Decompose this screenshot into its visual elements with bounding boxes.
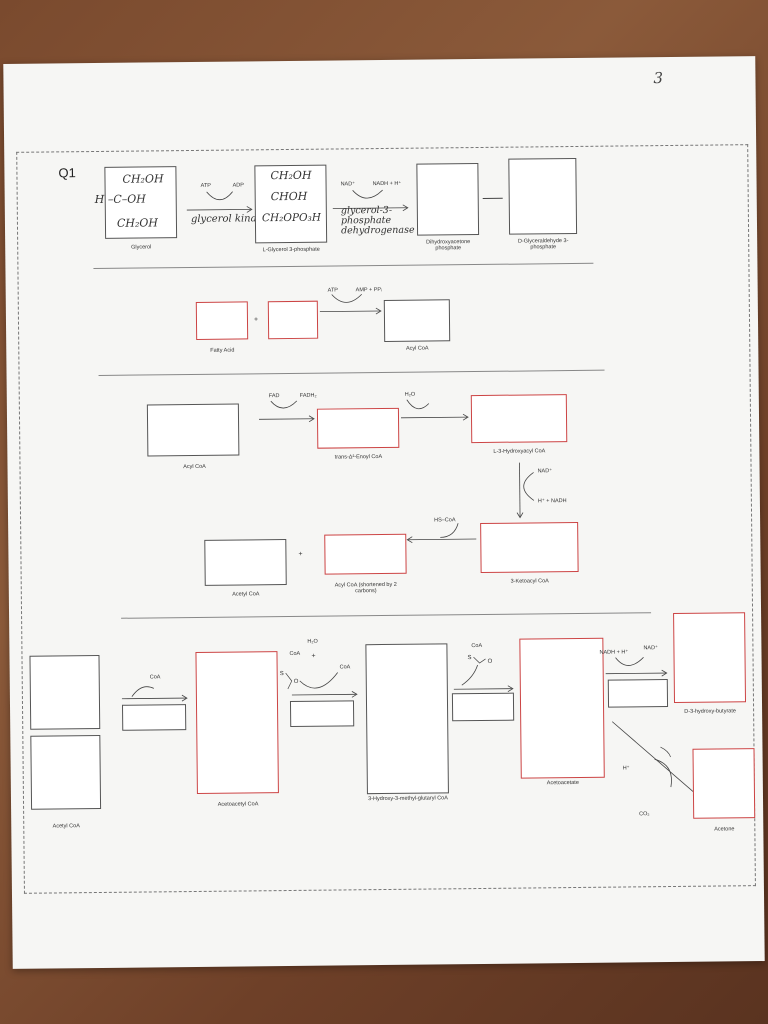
g3p-line1: CH₂OH: [270, 168, 312, 183]
plus-sign-2: +: [298, 550, 303, 558]
enoyl-coa-label: trans-Δ²-Enoyl CoA: [334, 454, 383, 461]
enzyme2-handwritten: glycerol-3-phosphate dehydrogenase: [340, 204, 415, 237]
atp-box: [267, 300, 319, 340]
acyl-coa-label-2: Acyl CoA: [183, 463, 206, 471]
hydroxybutyrate-box: [673, 612, 747, 703]
acetoacetate-label: Acetoacetate: [546, 779, 579, 787]
acetone-box: [692, 748, 756, 819]
question-label: Q1: [58, 165, 76, 181]
reaction-arrow-3: [319, 293, 382, 315]
hmg-coa-box: [365, 643, 449, 795]
dehydrogenase-box: [607, 679, 669, 708]
glycerol-label: Glycerol: [131, 244, 152, 251]
acyl-coa-box-2: [146, 403, 240, 457]
hydroxyacyl-coa-label: L-3-Hydroxyacyl CoA: [493, 448, 546, 455]
dhap-label: Dihydroxyacetone phosphate: [426, 239, 471, 252]
acetoacetyl-coa-label: Acetoacetyl CoA: [217, 801, 259, 808]
h-plus-reagent: H⁺: [622, 765, 630, 772]
fatty-acid-box: [195, 301, 249, 340]
page-number: 3: [653, 69, 664, 88]
reaction-arrow-9: S O: [280, 671, 358, 698]
reaction-arrow-11: [605, 657, 668, 677]
isomerase-dash: [482, 197, 503, 199]
reaction-arrow-8: [121, 686, 188, 702]
reaction-arrow-6: [516, 462, 535, 519]
acetyl-coa-box-2: [30, 734, 102, 810]
g3p-line2: CHOH: [270, 189, 308, 204]
reaction-arrow-4: [259, 400, 315, 423]
svg-text:S: S: [280, 671, 284, 677]
reaction-arrow-7: [406, 523, 477, 544]
hmg-synthase-box: [289, 700, 355, 727]
acetoacetate-box: [519, 637, 605, 779]
h2o-reagent-2: H₂O: [307, 638, 318, 645]
g3p-line3: CH₂OPO₃H: [261, 211, 322, 225]
hmg-coa-label: 3-Hydroxy-3-methyl-glutaryl CoA: [368, 795, 448, 803]
hmg-lyase-box: [451, 692, 515, 722]
svg-text:S: S: [467, 655, 471, 661]
acetyl-coa-label-ketogenesis: Acetyl CoA: [52, 823, 80, 830]
acetone-label: Acetone: [714, 826, 735, 833]
nad-reagent-3: NAD⁺: [643, 645, 658, 652]
shortened-acyl-coa-box: [324, 533, 407, 575]
thiolase-enzyme-box: [121, 704, 187, 731]
glycerol-line1: CH₂OH: [122, 172, 164, 186]
nad-reagent-2: NAD⁺: [537, 468, 553, 475]
svg-text:O: O: [488, 659, 493, 665]
svg-text:O: O: [294, 679, 299, 685]
nadh-reagent-2: H⁺ + NADH: [537, 498, 567, 505]
co2-reagent: CO₂: [639, 811, 650, 818]
hydroxybutyrate-label: D-3-hydroxy-butyrate: [684, 708, 736, 715]
hydroxyacyl-coa-box: [470, 394, 568, 444]
reaction-arrow-10: S O: [453, 655, 514, 693]
gap-box: [508, 157, 578, 235]
worksheet-page: 3 Q1 CH₂OH H –C–OH CH₂OH Glycerol ATP AD…: [3, 56, 765, 969]
acyl-coa-box: [383, 299, 451, 342]
reaction-arrow-5: [401, 399, 469, 421]
reaction-arrow-2: [332, 189, 409, 212]
dhap-box: [416, 162, 480, 236]
g3p-label: L-Glycerol 3-phosphate: [262, 246, 320, 254]
glycerol-line2: H –C–OH: [94, 192, 146, 207]
acetoacetyl-coa-box: [195, 651, 279, 794]
fatty-acid-label: Fatty Acid: [210, 347, 235, 354]
acetyl-coa-box-1: [29, 654, 101, 730]
ketoacyl-coa-label: 3-Ketoacyl CoA: [510, 578, 549, 585]
plus-sign: +: [253, 316, 259, 324]
glycerol-line3: CH₂OH: [116, 216, 159, 230]
ketoacyl-coa-box: [480, 521, 579, 573]
acetyl-coa-label: Acetyl CoA: [232, 591, 260, 598]
shortened-acyl-coa-label: Acyl CoA (shortened by 2 carbons): [334, 581, 397, 595]
enoyl-coa-box: [316, 407, 400, 449]
reaction-arrow-1: [186, 191, 253, 213]
acyl-coa-label: Acyl CoA: [405, 345, 429, 352]
acetyl-coa-box: [204, 539, 287, 586]
gap-label: D-Glyceraldehyde 3-phosphate: [517, 238, 569, 251]
